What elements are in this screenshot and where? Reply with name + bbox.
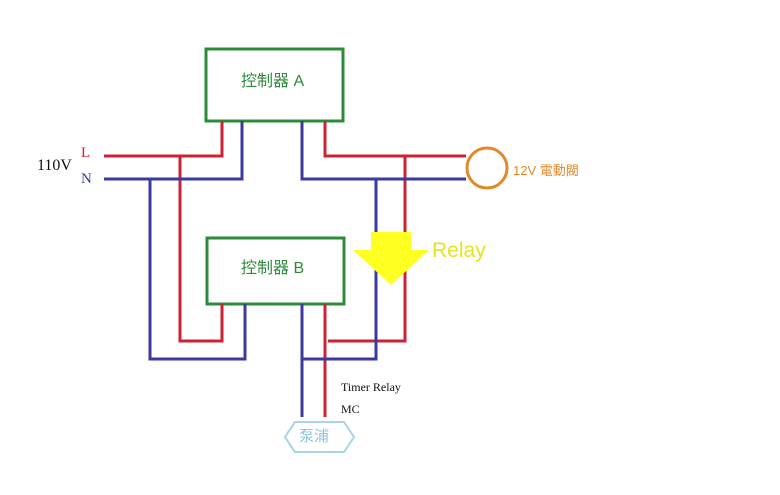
relay-label: Relay [432,239,486,262]
neutral-wire-controller-b [148,179,247,361]
controller-b-label: 控制器 B [241,260,305,277]
neutral-wire-valve [300,121,466,181]
valve-label: 12V 電動閥 [513,163,579,178]
mc-label: MC [341,402,360,416]
pump-icon [283,421,356,453]
timer-relay-label: Timer Relay [341,380,401,394]
controller-a-label: 控制器 A [241,73,305,90]
live-label: L [81,145,91,161]
neutral-label: N [81,171,92,187]
live-wire-controller-b [178,156,224,343]
live-wire-main [104,121,224,158]
controller-b-box [205,236,346,306]
relay-arrow-icon [353,232,429,285]
live-wire-valve [323,121,466,158]
live-wire-relay [328,156,407,343]
controller-a-box [204,47,345,123]
pump-label: 泵浦 [299,428,330,445]
supply-voltage-label: 110V [37,157,72,174]
valve-icon [465,146,509,190]
